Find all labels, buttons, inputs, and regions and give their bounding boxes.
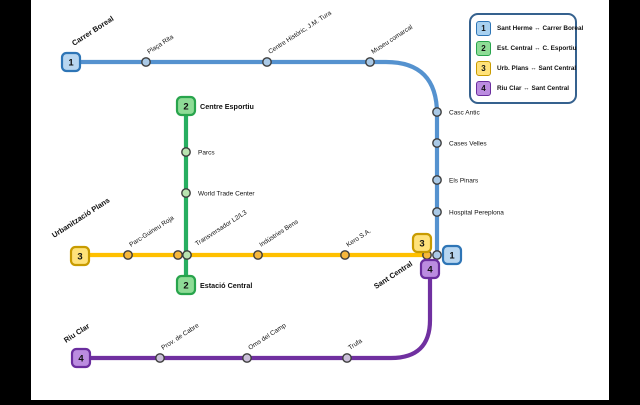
terminus-number: 3 (419, 238, 424, 249)
station-label: Plaça Rita (146, 33, 175, 55)
terminus-number: 2 (183, 101, 188, 112)
station-marker (181, 147, 191, 157)
station-marker (432, 250, 442, 260)
station-marker (432, 207, 442, 217)
terminus-badge-line-4 (419, 258, 441, 280)
terminus-number: 4 (78, 353, 84, 364)
terminus-badge-line-3 (411, 232, 433, 254)
station-marker (253, 250, 263, 260)
terminus-label: Carrer Boreal (70, 14, 115, 48)
station-label: Hospital Pereplona (449, 210, 504, 217)
station-marker (182, 250, 192, 260)
station-label: Els Pinars (449, 178, 479, 185)
station-label: Museu comarcal (370, 24, 414, 56)
legend-line-4-label: Riu Clar ↔ Sant Central (497, 85, 570, 92)
terminus-number: 1 (449, 250, 455, 261)
station-marker (340, 250, 350, 260)
station-marker (342, 353, 352, 363)
station-label: World Trade Center (198, 191, 255, 198)
legend-line-2-badge: 2 (476, 41, 491, 56)
station-label: Oms del Camp (247, 322, 287, 352)
station-marker (181, 188, 191, 198)
station-marker (432, 138, 442, 148)
station-marker (262, 57, 272, 67)
station-marker (432, 107, 442, 117)
terminus-label: Urbanització Plans (50, 196, 111, 240)
terminus-badge-line-1 (441, 244, 463, 266)
terminus-badge-line-2 (175, 95, 197, 117)
metro-line-1 (68, 59, 440, 258)
station-label: Indústries Bens (258, 218, 300, 249)
map-canvas: Plaça Rita Centre Històric, J.M. Tura Muse… (31, 0, 609, 400)
terminus-number: 4 (427, 264, 433, 275)
legend-item: 3 Urb. Plans ↔ Sant Central (476, 61, 576, 76)
station-label: Trufa (347, 337, 364, 351)
station-label: Casc Antic (449, 110, 480, 117)
letterbox-right (609, 0, 640, 400)
station-marker (242, 353, 252, 363)
metro-map: Plaça Rita Centre Històric, J.M. Tura Muse… (50, 9, 504, 369)
terminus-label: Estació Central (200, 281, 252, 290)
station-marker (365, 57, 375, 67)
station-marker (173, 250, 183, 260)
legend-line-1-label: Sant Herme ↔ Carrer Boreal (497, 25, 584, 32)
terminus-badge-line-1 (60, 51, 82, 73)
terminus-number: 3 (77, 251, 82, 262)
station-label: Parcs (198, 150, 215, 157)
station-marker (123, 250, 133, 260)
map-label: Transversador L2/L3 (194, 209, 248, 248)
station-marker (155, 353, 165, 363)
terminus-badge-line-4 (70, 347, 92, 369)
station-label: Prov. de Cabre (160, 322, 200, 352)
station-marker (432, 175, 442, 185)
legend-line-3-badge: 3 (476, 61, 491, 76)
map-label: Sant Central (372, 259, 414, 291)
letterbox-left (0, 0, 31, 400)
terminus-number: 1 (68, 57, 74, 68)
station-label: Parc-Guineu Roja (128, 214, 175, 248)
metro-line-4 (78, 276, 433, 361)
legend-item: 4 Riu Clar ↔ Sant Central (476, 81, 570, 96)
terminus-badge-line-2 (175, 274, 197, 296)
legend: 1 Sant Herme ↔ Carrer Boreal 2 Est. Cent… (469, 13, 583, 104)
terminus-label: Centre Esportiu (200, 102, 254, 111)
legend-item: 2 Est. Central ↔ C. Esportiu (476, 41, 577, 56)
legend-line-3-label: Urb. Plans ↔ Sant Central (497, 65, 577, 72)
station-label: Centre Històric, J.M. Tura (267, 9, 333, 55)
legend-item: 1 Sant Herme ↔ Carrer Boreal (476, 21, 583, 36)
legend-line-2-label: Est. Central ↔ C. Esportiu (497, 45, 577, 52)
station-label: Cases Velles (449, 141, 487, 148)
terminus-label: Riu Clar (62, 321, 91, 344)
station-marker (141, 57, 151, 67)
legend-line-1-badge: 1 (476, 21, 491, 36)
terminus-badge-line-3 (69, 245, 91, 267)
terminus-number: 2 (183, 280, 188, 291)
station-label: Kero S.A. (345, 228, 372, 249)
legend-line-4-badge: 4 (476, 81, 491, 96)
